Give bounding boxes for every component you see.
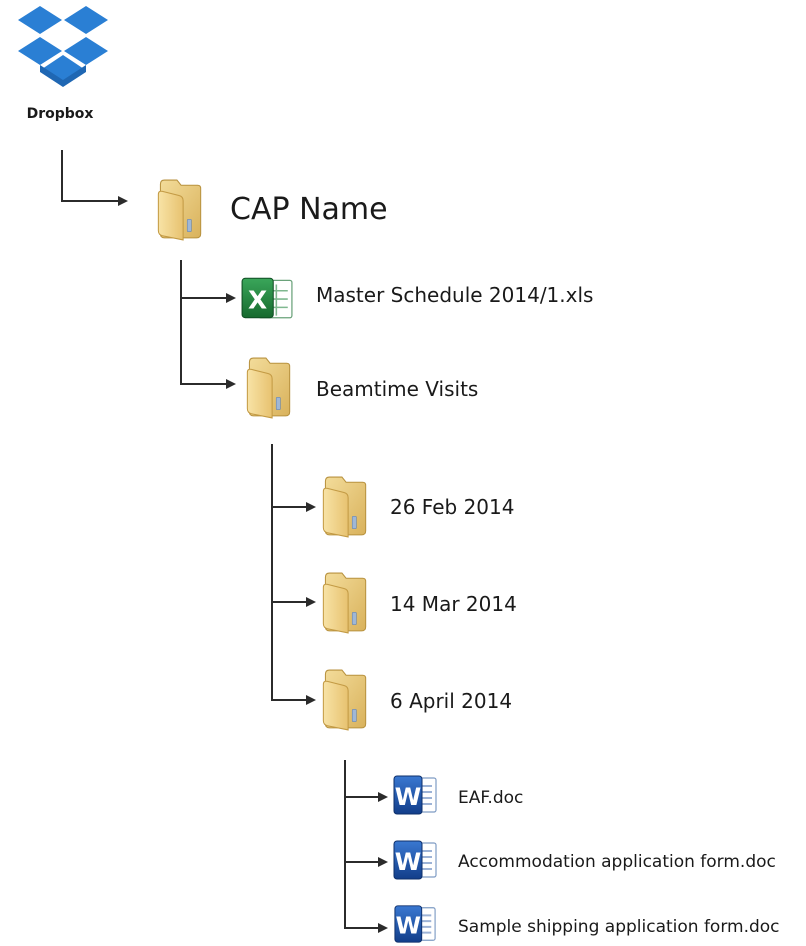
folder-icon xyxy=(157,179,202,241)
document-label: Accommodation application form.doc xyxy=(458,852,776,872)
document-label: Sample shipping application form.doc xyxy=(458,917,780,937)
word-file-icon xyxy=(393,840,437,880)
dropbox-icon xyxy=(18,6,108,87)
folder-icon xyxy=(322,669,367,731)
folder-icon xyxy=(322,572,367,634)
connector-cap-children xyxy=(180,260,236,389)
beamtime-folder-label: Beamtime Visits xyxy=(316,377,478,401)
visit-folder-label: 6 April 2014 xyxy=(390,689,512,713)
visit-folder-label: 26 Feb 2014 xyxy=(390,495,514,519)
connector-dropbox-to-cap xyxy=(61,150,128,206)
word-file-icon xyxy=(393,904,437,944)
excel-file-icon xyxy=(241,277,293,319)
word-file-icon xyxy=(393,775,437,815)
cap-folder-label: CAP Name xyxy=(230,192,388,227)
document-label: EAF.doc xyxy=(458,788,523,808)
master-schedule-label: Master Schedule 2014/1.xls xyxy=(316,283,593,307)
folder-icon xyxy=(322,476,367,538)
dropbox-label: Dropbox xyxy=(27,106,94,122)
connector-beamtime-children xyxy=(271,444,316,705)
folder-icon xyxy=(246,357,291,419)
connector-april-children xyxy=(344,760,388,933)
visit-folder-label: 14 Mar 2014 xyxy=(390,592,517,616)
